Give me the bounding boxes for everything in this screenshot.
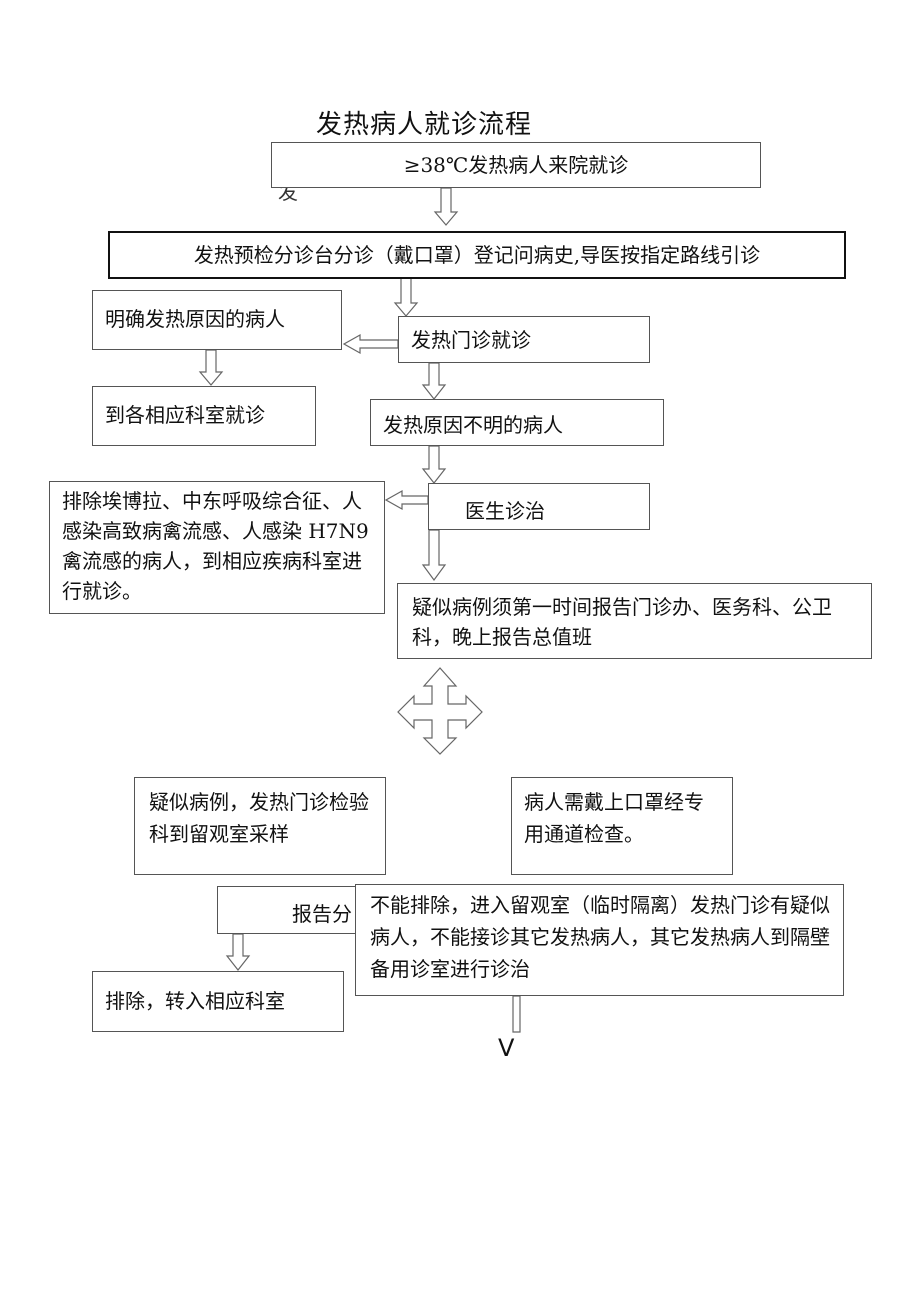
node-mask-label: 病人需戴上口罩经专用通道检查。: [524, 790, 704, 846]
node-to-dept: 到各相应科室就诊: [92, 386, 316, 446]
node-exclude-label: 排除埃博拉、中东呼吸综合征、人感染高致病禽流感、人感染 H7N9 禽流感的病人，…: [62, 489, 369, 603]
node-mask: 病人需戴上口罩经专用通道检查。: [511, 777, 733, 875]
node-clear-cause-label: 明确发热原因的病人: [105, 307, 285, 331]
arrow-down-5: [421, 445, 447, 484]
arrow-down-7: [225, 933, 251, 971]
node-fever-clinic-label: 发热门诊就诊: [411, 328, 531, 352]
arrow-stem: [512, 995, 521, 1033]
arrow-left-1: [342, 333, 399, 355]
node-observe-label: 不能排除，进入留观室（临时隔离）发热门诊有疑似病人，不能接诊其它发热病人，其它发…: [370, 893, 830, 981]
node-report-result-label: 报告分: [292, 902, 352, 926]
node-arrive: ≥38℃发热病人来院就诊: [271, 142, 761, 188]
arrow-left-2: [384, 489, 429, 511]
four-way-arrow: [397, 667, 483, 755]
node-arrive-label: ≥38℃发热病人来院就诊: [403, 153, 629, 177]
node-unknown-cause: 发热原因不明的病人: [370, 399, 664, 446]
arrow-down-6: [421, 529, 447, 582]
node-excluded-transfer: 排除，转入相应科室: [92, 971, 344, 1032]
arrow-down-4: [421, 362, 447, 400]
node-report-label: 疑似病例须第一时间报告门诊办、医务科、公卫科，晚上报告总值班: [412, 595, 832, 649]
node-sampling-label: 疑似病例，发热门诊检验科到留观室采样: [149, 790, 369, 846]
arrow-down-1: [433, 187, 459, 226]
node-excluded-transfer-label: 排除，转入相应科室: [105, 989, 285, 1013]
node-observe: 不能排除，进入留观室（临时隔离）发热门诊有疑似病人，不能接诊其它发热病人，其它发…: [355, 884, 844, 996]
node-sampling: 疑似病例，发热门诊检验科到留观室采样: [134, 777, 386, 875]
node-pre-triage-label: 发热预检分诊台分诊（戴口罩）登记问病史,导医按指定路线引诊: [193, 243, 761, 267]
node-unknown-cause-label: 发热原因不明的病人: [383, 413, 563, 437]
node-clear-cause: 明确发热原因的病人: [92, 290, 342, 350]
node-report-result: 报告分: [217, 886, 377, 934]
node-exclude: 排除埃博拉、中东呼吸综合征、人感染高致病禽流感、人感染 H7N9 禽流感的病人，…: [49, 481, 385, 614]
bottom-arrowhead-mark: V: [498, 1034, 515, 1062]
page-title: 发热病人就诊流程: [316, 110, 533, 140]
node-report: 疑似病例须第一时间报告门诊办、医务科、公卫科，晚上报告总值班: [397, 583, 872, 659]
arrow-down-3: [198, 349, 224, 386]
arrow-down-2: [393, 277, 419, 317]
node-fever-clinic: 发热门诊就诊: [398, 316, 650, 363]
node-doctor-label: 医生诊治: [465, 499, 545, 523]
node-pre-triage: 发热预检分诊台分诊（戴口罩）登记问病史,导医按指定路线引诊: [108, 231, 846, 279]
node-doctor: 医生诊治: [428, 483, 650, 530]
node-to-dept-label: 到各相应科室就诊: [105, 403, 265, 427]
